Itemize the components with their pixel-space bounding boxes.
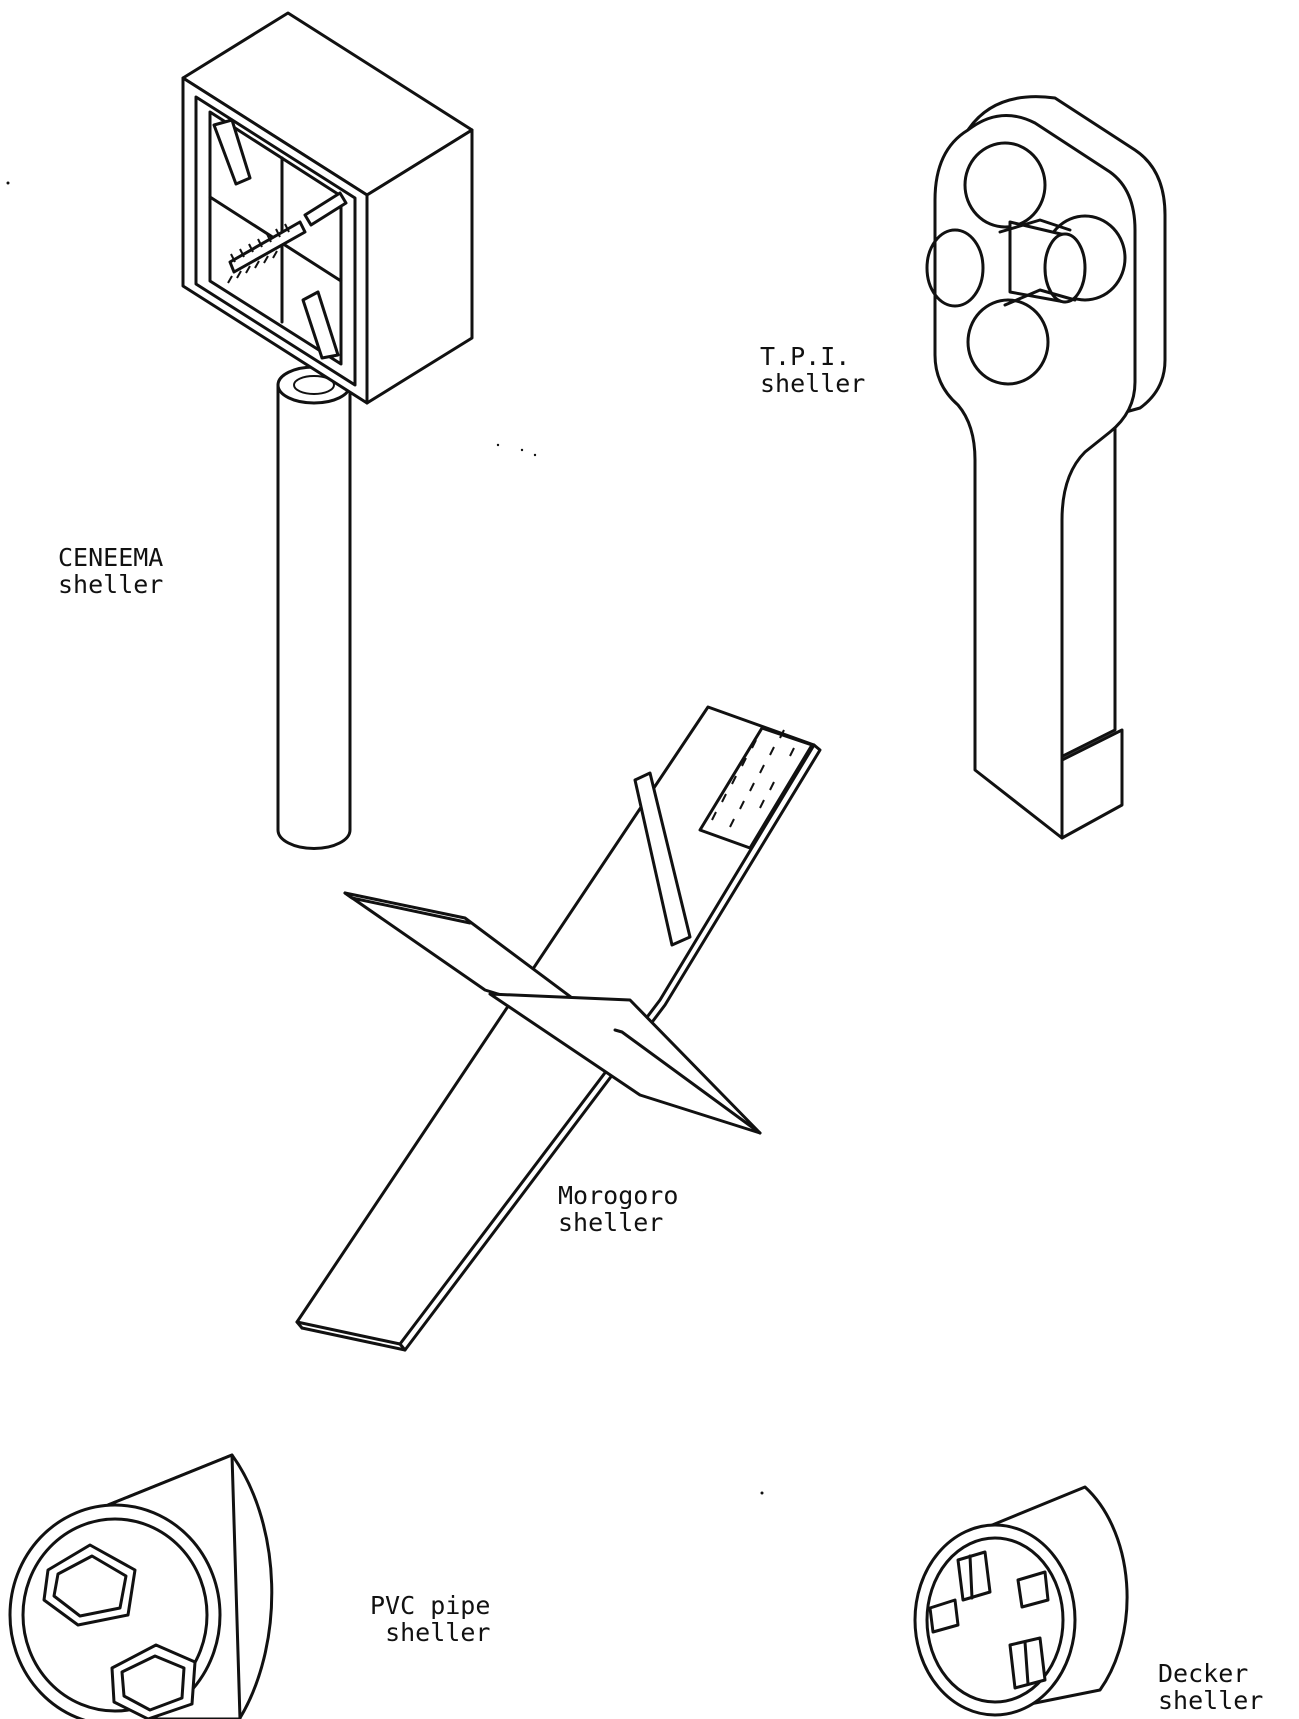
decker-inner-ribs — [930, 1552, 1048, 1688]
decker-label-line1: Decker — [1158, 1659, 1249, 1688]
morogoro-sheller-drawing — [297, 707, 820, 1350]
morogoro-label-line1: Morogoro — [558, 1181, 679, 1210]
ceneema-label-line2: sheller — [58, 570, 164, 599]
pvc-label-line2: sheller — [385, 1618, 491, 1647]
tpi-lobed-opening — [927, 143, 1125, 384]
pvc-inner-blades — [44, 1545, 195, 1719]
ceneema-label: CENEEMA sheller — [58, 544, 163, 598]
ceneema-box — [183, 13, 472, 403]
morogoro-label-line2: sheller — [558, 1208, 664, 1237]
pvc-label: PVC pipe sheller — [370, 1592, 490, 1646]
tpi-label: T.P.I. sheller — [760, 343, 865, 397]
ceneema-label-line1: CENEEMA — [58, 543, 164, 572]
morogoro-label: Morogoro sheller — [558, 1182, 678, 1236]
tpi-label-line1: T.P.I. — [760, 342, 851, 371]
decker-label: Decker sheller — [1158, 1660, 1263, 1714]
decker-label-line2: sheller — [1158, 1686, 1264, 1715]
tpi-label-line2: sheller — [760, 369, 866, 398]
pvc-label-line1: PVC pipe — [370, 1591, 491, 1620]
ceneema-handle — [278, 367, 350, 849]
tpi-sheller-drawing — [927, 97, 1165, 838]
ceneema-sheller-drawing — [183, 13, 472, 849]
decker-sheller-drawing — [915, 1487, 1127, 1715]
print-specks — [6, 181, 764, 1495]
pvc-pipe-sheller-drawing — [10, 1455, 272, 1719]
